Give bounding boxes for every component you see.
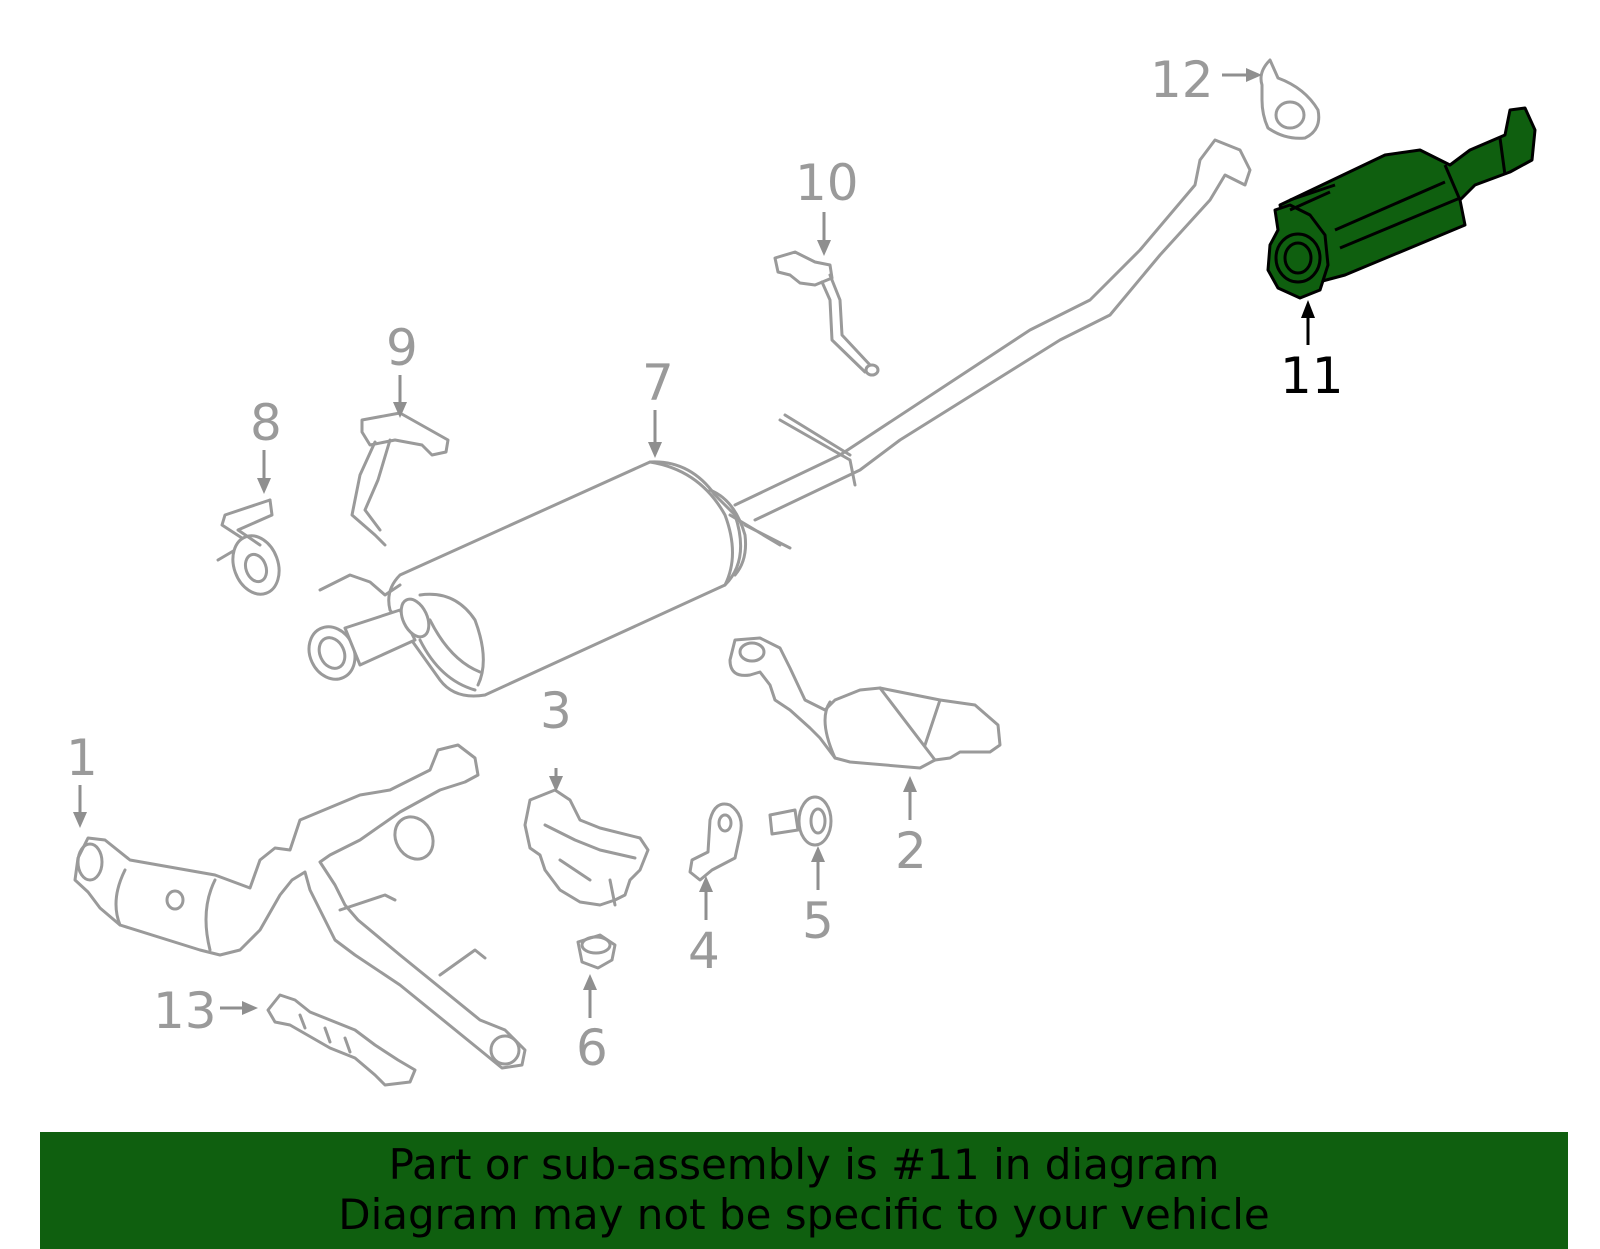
part-12-gasket[interactable] xyxy=(1259,58,1321,140)
callout-6: 6 xyxy=(576,1019,608,1077)
part-4-clamp[interactable] xyxy=(688,802,743,882)
callout-13: 13 xyxy=(153,982,217,1040)
callout-7: 7 xyxy=(642,354,674,412)
part-13-sensor[interactable] xyxy=(266,993,417,1087)
callout-8: 8 xyxy=(250,394,282,452)
callout-10: 10 xyxy=(795,154,859,212)
callout-arrows xyxy=(73,68,1315,1018)
callout-1: 1 xyxy=(66,729,98,787)
part-8-hanger[interactable] xyxy=(216,498,287,601)
info-banner: Part or sub-assembly is #11 in diagram D… xyxy=(40,1132,1568,1249)
callout-numbers: 1 2 3 4 5 6 7 8 9 10 11 12 13 xyxy=(66,51,1344,1077)
part-3-bracket[interactable] xyxy=(523,788,650,907)
callout-9: 9 xyxy=(386,319,418,377)
part-6-nut[interactable] xyxy=(576,933,617,970)
part-5-bolt[interactable] xyxy=(768,795,833,847)
part-10-sensor[interactable] xyxy=(773,250,880,377)
callout-3: 3 xyxy=(540,682,572,740)
callout-2: 2 xyxy=(895,822,927,880)
callout-11: 11 xyxy=(1280,347,1344,405)
part-9-bracket[interactable] xyxy=(350,411,450,547)
callout-4: 4 xyxy=(688,922,720,980)
part-1-y-pipe[interactable] xyxy=(73,743,527,1070)
banner-line-1: Part or sub-assembly is #11 in diagram xyxy=(388,1140,1220,1189)
banner-line-2: Diagram may not be specific to your vehi… xyxy=(338,1190,1270,1239)
part-7-muffler[interactable] xyxy=(301,460,792,698)
callout-12: 12 xyxy=(1150,51,1214,109)
callout-5: 5 xyxy=(802,892,834,950)
part-2-converter[interactable] xyxy=(728,636,1002,770)
part-11-resonator-highlighted[interactable] xyxy=(1266,106,1537,300)
part-7-pipe[interactable] xyxy=(733,138,1252,522)
